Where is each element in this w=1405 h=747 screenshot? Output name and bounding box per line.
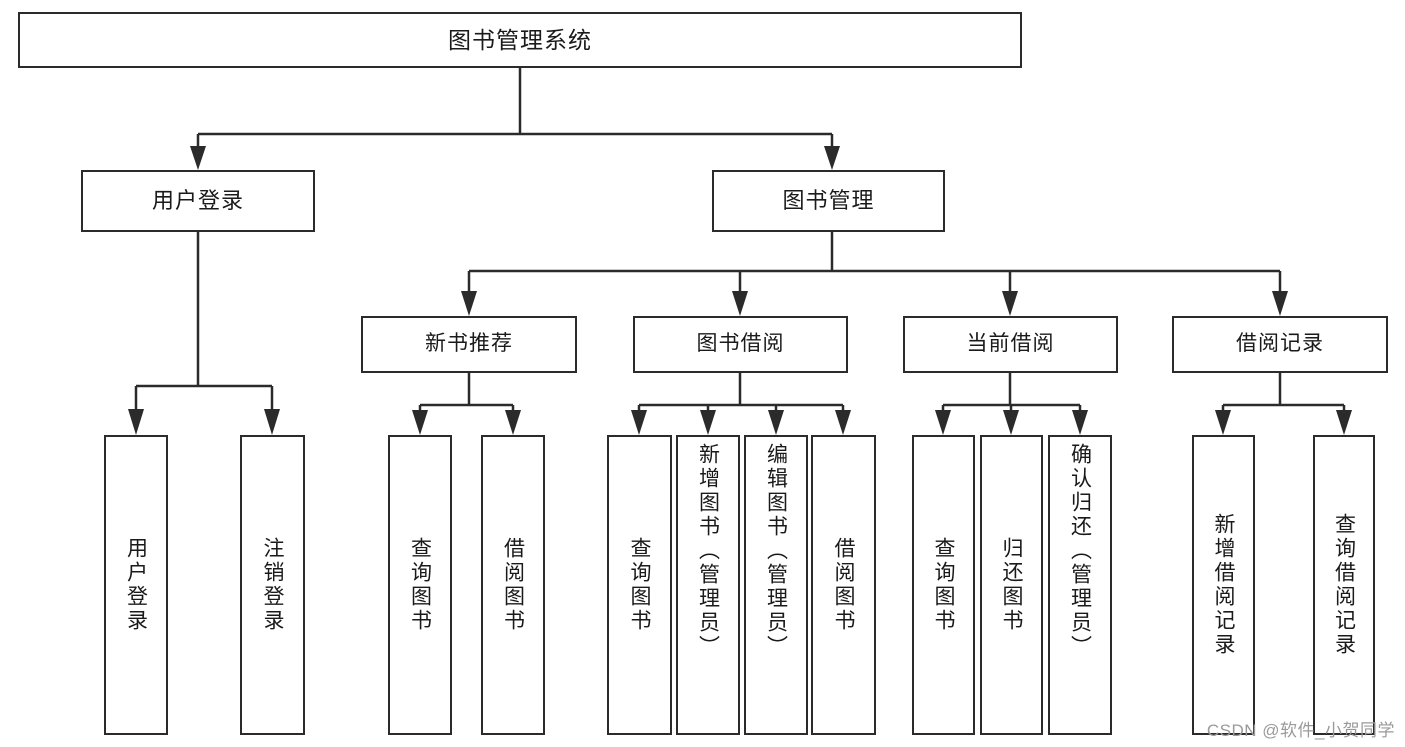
- leaf-borrow-book-rec-label: 借阅图书: [501, 537, 525, 633]
- leaf-borrow-book-rec[interactable]: 借阅图书: [481, 435, 545, 735]
- leaf-edit-book-label: 编辑图书（管理员）: [764, 443, 788, 659]
- node-book-manage[interactable]: 图书管理: [712, 170, 945, 232]
- leaf-return-book[interactable]: 归还图书: [980, 435, 1043, 735]
- leaf-add-record-label: 新增借阅记录: [1212, 513, 1235, 657]
- node-borrow-record[interactable]: 借阅记录: [1172, 316, 1388, 373]
- leaf-query-book-borrow-label: 查询图书: [628, 537, 651, 633]
- leaf-query-book-borrow[interactable]: 查询图书: [607, 435, 672, 735]
- node-root-label: 图书管理系统: [448, 26, 592, 53]
- leaf-query-record[interactable]: 查询借阅记录: [1313, 435, 1375, 735]
- leaf-user-login-label: 用户登录: [124, 537, 148, 633]
- leaf-query-book-rec[interactable]: 查询图书: [388, 435, 452, 735]
- leaf-borrow-book[interactable]: 借阅图书: [811, 435, 876, 735]
- leaf-query-record-label: 查询借阅记录: [1332, 513, 1356, 657]
- node-current-borrow-label: 当前借阅: [966, 332, 1055, 356]
- leaf-user-login[interactable]: 用户登录: [104, 435, 168, 735]
- node-borrow-record-label: 借阅记录: [1236, 332, 1324, 356]
- node-book-borrow[interactable]: 图书借阅: [633, 316, 848, 373]
- leaf-user-logout-label: 注销登录: [261, 537, 284, 633]
- watermark-text: CSDN @软件_小贺同学: [1206, 721, 1395, 740]
- leaf-add-book[interactable]: 新增图书（管理员）: [676, 435, 740, 735]
- leaf-edit-book[interactable]: 编辑图书（管理员）: [744, 435, 808, 735]
- node-book-manage-label: 图书管理: [782, 188, 875, 214]
- leaf-add-record[interactable]: 新增借阅记录: [1192, 435, 1255, 735]
- leaf-query-book-current[interactable]: 查询图书: [912, 435, 975, 735]
- leaf-borrow-book-label: 借阅图书: [832, 537, 855, 633]
- node-new-book-rec-label: 新书推荐: [425, 332, 513, 356]
- leaf-query-book-current-label: 查询图书: [932, 537, 955, 633]
- node-new-book-rec[interactable]: 新书推荐: [361, 316, 577, 373]
- leaf-confirm-return-label: 确认归还（管理员）: [1068, 443, 1092, 659]
- leaf-user-logout[interactable]: 注销登录: [240, 435, 305, 735]
- node-book-borrow-label: 图书借阅: [696, 332, 785, 356]
- leaf-confirm-return[interactable]: 确认归还（管理员）: [1048, 435, 1112, 735]
- node-current-borrow[interactable]: 当前借阅: [903, 316, 1118, 373]
- leaf-return-book-label: 归还图书: [1000, 537, 1023, 633]
- leaf-add-book-label: 新增图书（管理员）: [696, 443, 720, 659]
- node-root[interactable]: 图书管理系统: [18, 12, 1022, 68]
- node-user-login-label: 用户登录: [151, 188, 244, 214]
- node-user-login[interactable]: 用户登录: [81, 170, 315, 232]
- leaf-query-book-rec-label: 查询图书: [408, 537, 432, 633]
